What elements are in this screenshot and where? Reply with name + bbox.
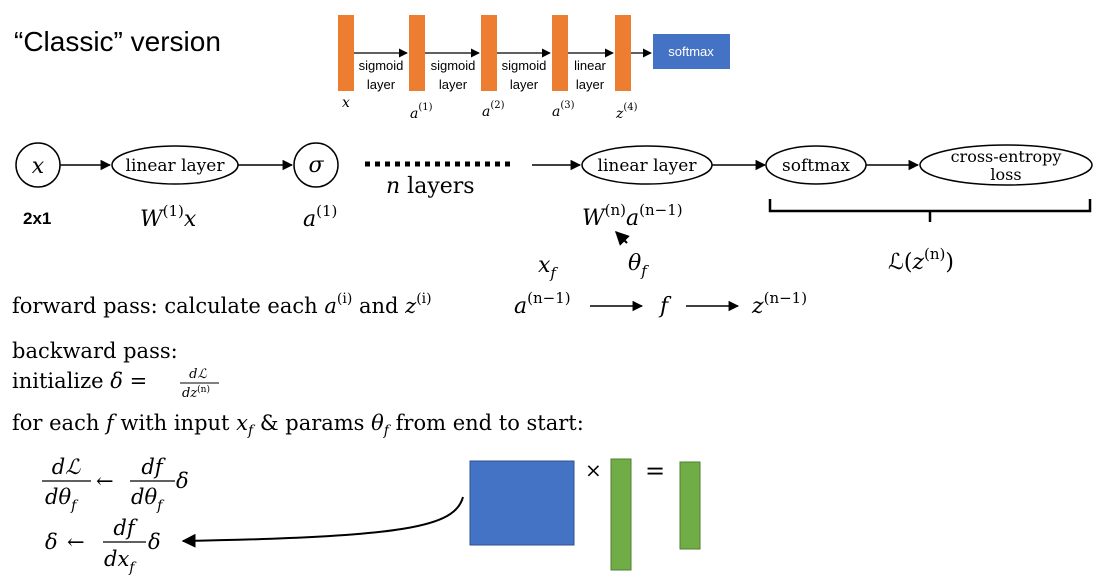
matmul-illustration: × = [469, 457, 701, 571]
initialize-text: initialize δ = [12, 369, 147, 393]
loss-brace [768, 199, 1092, 222]
layer-label: layer [439, 77, 468, 92]
softmax-box-label: softmax [668, 44, 714, 59]
backward-pass-title: backward pass: [12, 339, 178, 363]
w1x-label: W(1)x [140, 202, 197, 232]
linear-layer-1-label: linear layer [126, 156, 226, 176]
linear-layer-n-label: linear layer [598, 156, 698, 176]
update-equation-params: dℒ dθf ← df dθf δ [42, 455, 189, 514]
loss-node-label: loss [990, 165, 1021, 184]
times-sign: × [585, 458, 602, 482]
initialize-line: initialize δ = dℒ dz(n) [12, 367, 219, 401]
activation-label: a(3) [552, 100, 575, 120]
sigma-node [293, 142, 339, 188]
slide-title: “Classic” version [14, 26, 221, 57]
xf-label: xf [538, 253, 558, 282]
f-chain-function: f [658, 294, 672, 319]
x-node-label: x [32, 154, 45, 179]
f-chain-input: a(n−1) [514, 289, 571, 319]
layer-label: layer [367, 77, 396, 92]
activation-label: a(2) [482, 100, 505, 120]
layer-bar [409, 15, 425, 91]
equals-sign: = [645, 457, 665, 485]
n-layers-label: n layers [386, 174, 475, 199]
curved-arrow [181, 496, 464, 548]
wn-label: W(n)a(n−1) [582, 201, 683, 231]
eq1-rhs-denominator: dθf [131, 485, 165, 514]
x-shape-label: 2x1 [23, 209, 51, 228]
layer-label: layer [510, 77, 539, 92]
eq1-delta: δ [176, 469, 189, 493]
layer-label: sigmoid [359, 58, 404, 73]
init-fraction-denominator: dz(n) [182, 384, 210, 401]
sigma-node-label: σ [308, 153, 324, 178]
loop-text: for each f with input xf & params θf fro… [12, 411, 584, 439]
layer-bar [338, 15, 354, 91]
input-vector-block [610, 458, 632, 571]
layer-bar [481, 15, 497, 91]
eq1-lhs-denominator: dθf [45, 485, 79, 514]
layer-label: sigmoid [431, 58, 476, 73]
output-vector-block [679, 461, 701, 550]
init-fraction-numerator: dℒ [189, 367, 207, 382]
eq1-lhs-numerator: dℒ [52, 455, 81, 479]
eq1-rhs-numerator: df [141, 455, 165, 479]
activation-label: z(4) [615, 102, 638, 122]
softmax-box [653, 34, 730, 69]
f-chain: a(n−1) f z(n−1) [514, 289, 807, 319]
eq2-delta: δ [148, 530, 161, 554]
layer-bar [615, 15, 631, 91]
eq2-arrow: ← [67, 530, 85, 554]
loss-node-label: cross-entropy [951, 147, 1062, 166]
softmax-node-label: softmax [782, 156, 850, 176]
forward-pass-text: forward pass: calculate each a(i) and z(… [12, 291, 432, 318]
layer-label: layer [576, 77, 605, 92]
activation-label: x [342, 95, 350, 111]
top-network: sigmoid layer sigmoid layer sigmoid laye… [338, 15, 730, 122]
layer-bar [552, 15, 568, 91]
eq2-denominator: dxf [104, 547, 137, 576]
thetaf-label: θf [628, 251, 649, 280]
layer-label: sigmoid [502, 58, 547, 73]
loss-node [919, 144, 1093, 186]
eq2-lhs: δ [45, 530, 58, 554]
computation-graph: x linear layer σ n layers linear layer s… [15, 142, 1093, 282]
activation-label: a(1) [410, 102, 433, 122]
theta-arrow [615, 231, 630, 246]
eq1-arrow: ← [96, 469, 114, 493]
loss-label: ℒ(z(n)) [888, 245, 954, 275]
layer-label: linear [574, 58, 606, 73]
f-chain-output: z(n−1) [751, 289, 807, 319]
a1-label: a(1) [303, 202, 337, 232]
jacobian-matrix-block [469, 460, 575, 546]
eq2-numerator: df [113, 516, 137, 540]
update-equation-delta: δ ← df dxf δ [45, 516, 161, 576]
